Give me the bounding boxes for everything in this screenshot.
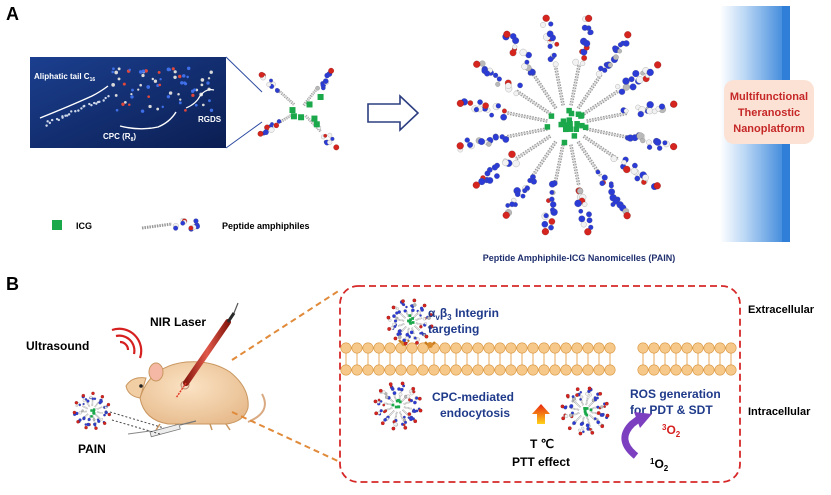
pain-small-micelle: [72, 391, 111, 430]
syringe-icon: [127, 420, 197, 438]
zoom-connector-bottom: [231, 411, 341, 463]
zoom-line-bottom: [225, 121, 263, 149]
integrin-sub-3: 3: [447, 313, 452, 322]
ultrasound-label: Ultrasound: [26, 339, 89, 353]
transform-arrow: [367, 94, 420, 132]
peptide-legend-label: Peptide amphiphiles: [222, 221, 310, 231]
ros-line-2: for PDT & SDT: [630, 403, 713, 417]
singlet-o2-sup: 1: [650, 457, 655, 466]
ros-conversion-arrow: [621, 415, 643, 459]
cpc-brace: [119, 111, 177, 130]
extracellular-label: Extracellular: [748, 304, 815, 316]
temperature-label: T ℃: [530, 437, 554, 451]
triplet-o2: O: [666, 423, 675, 437]
intracellular-label: Intracellular: [748, 406, 811, 418]
svg-text:1O2: 1O2: [650, 457, 669, 473]
small-peptide-cluster: [257, 67, 340, 151]
zoom-connector-top: [231, 289, 341, 361]
cpc-label: CPC (R: [103, 132, 131, 141]
triplet-o2-sub: 2: [676, 430, 681, 439]
cpc-subscript: 8: [131, 137, 134, 143]
integrin-sub-v: v: [435, 313, 440, 322]
panel-a-label: A: [6, 4, 19, 24]
platform-line-2: Theranostic: [738, 107, 800, 119]
integrin-targeting-label: targeting: [428, 322, 479, 336]
platform-line-3: Nanoplatform: [733, 123, 805, 135]
nir-laser-label: NIR Laser: [150, 315, 206, 329]
tail-brace: [39, 85, 109, 119]
icg-legend-square: [52, 220, 62, 230]
zoom-line-top: [225, 56, 263, 93]
cpc-endocytosis-line-1: CPC-mediated: [432, 390, 514, 404]
rgds-label: RGDS: [198, 115, 222, 124]
svg-text:CPC (R8): CPC (R8): [103, 132, 136, 143]
integrin-alpha: α: [428, 306, 436, 320]
svg-text:Aliphatic tail C16: Aliphatic tail C16: [34, 72, 95, 83]
ptt-effect-label: PTT effect: [512, 455, 570, 469]
heat-arrow-icon: [532, 404, 550, 424]
panel-b-label: B: [6, 274, 19, 294]
cpc-endocytosis-line-2: endocytosis: [440, 406, 510, 420]
svg-text:3O2: 3O2: [662, 423, 681, 439]
targeting-micelle: [386, 298, 434, 346]
singlet-o2: O: [654, 457, 663, 471]
nanomicelle-caption: Peptide Amphiphile-ICG Nanomicelles (PAI…: [483, 253, 676, 263]
mouse-illustration: [125, 361, 266, 431]
integrin-beta: β: [440, 306, 447, 320]
platform-line-1: Multifunctional: [730, 91, 808, 103]
pain-nanomicelle: [456, 14, 678, 236]
svg-text:αvβ3 Integrin: αvβ3 Integrin: [428, 306, 499, 322]
endocytosis-micelle: [373, 381, 423, 431]
integrin-word: Integrin: [452, 306, 499, 320]
peptide-legend-icon: [141, 218, 200, 232]
rgds-brace: [185, 89, 215, 109]
cell-interaction-box: [339, 285, 741, 483]
aliphatic-tail-subscript: 16: [90, 77, 96, 83]
pain-label: PAIN: [78, 442, 106, 456]
aliphatic-tail-label: Aliphatic tail C: [34, 72, 90, 81]
ros-line-1: ROS generation: [630, 387, 721, 401]
nir-laser-fiber-icon: [175, 302, 239, 399]
cell-membrane: [340, 339, 737, 376]
icg-legend-label: ICG: [76, 221, 92, 231]
ros-micelle: [560, 386, 610, 436]
ultrasound-waves-icon: [111, 327, 143, 359]
singlet-o2-sub: 2: [664, 464, 669, 473]
triplet-o2-sup: 3: [662, 423, 667, 432]
molecule-structure-box: Aliphatic tail C16 CPC (R8) RGDS: [30, 57, 226, 148]
cpc-close: ): [133, 132, 136, 141]
platform-label-box: [724, 80, 814, 144]
